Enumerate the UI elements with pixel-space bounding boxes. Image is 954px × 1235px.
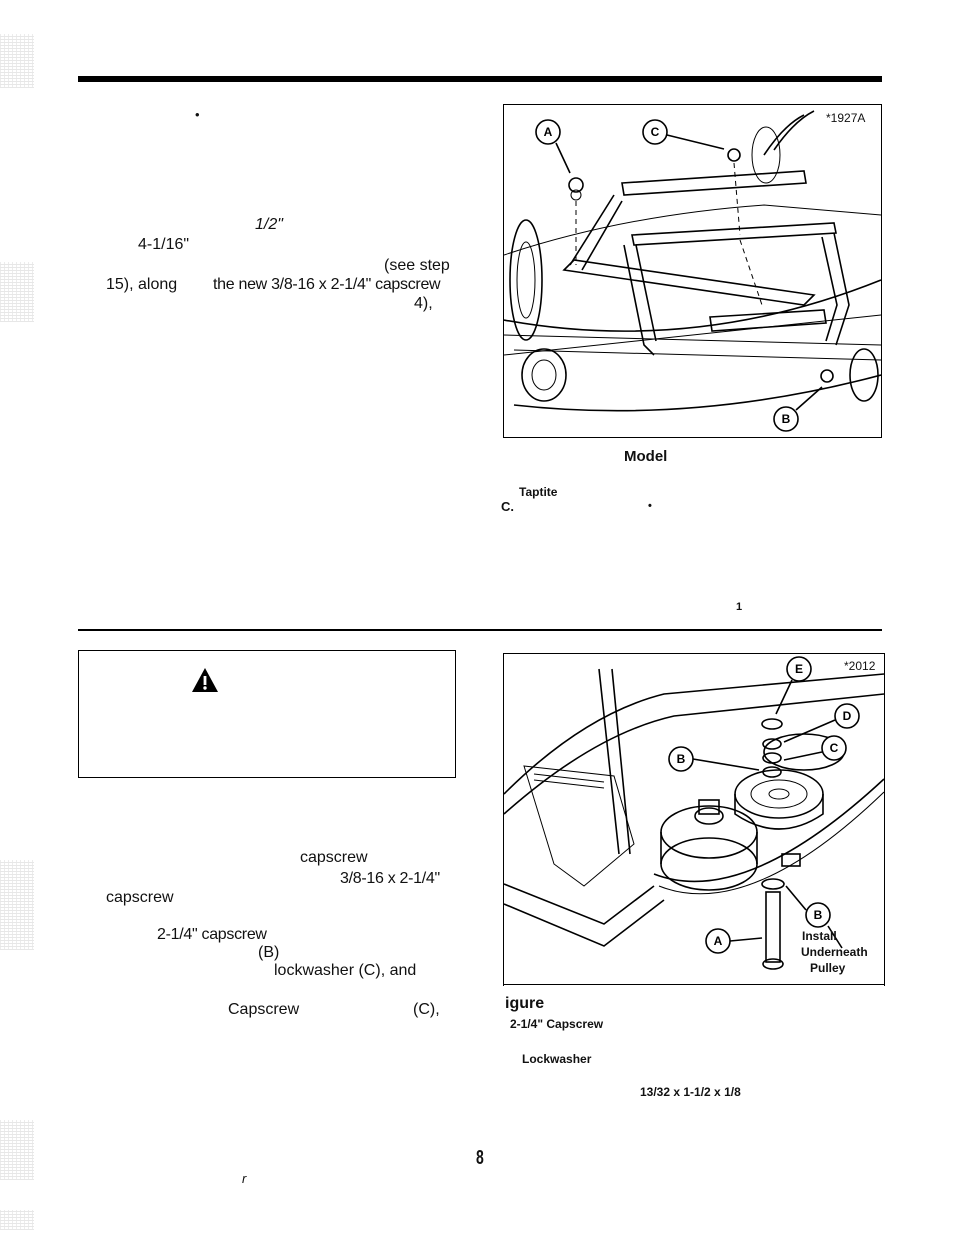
caption-bullet: •	[648, 500, 652, 512]
figure-number: *1927A	[826, 111, 866, 125]
caption-washer-size: 13/32 x 1-1/2 x 1/8	[640, 1085, 741, 1099]
scan-noise	[0, 1120, 34, 1180]
scan-noise	[0, 262, 34, 322]
caption-taptite: Taptite	[519, 485, 558, 499]
page-number: 8	[476, 1147, 484, 1169]
text-fragment: (C),	[413, 1001, 440, 1018]
text-fragment: the new 3/8-16 x 2-1/4" capscrew	[213, 276, 441, 293]
scan-noise	[0, 860, 34, 950]
text-fragment: (B)	[258, 944, 280, 961]
figure-top-baseline	[503, 437, 881, 438]
figure-deck-front: A C B	[503, 104, 882, 438]
scan-noise	[0, 1210, 34, 1230]
callout-b-upper: B	[677, 752, 686, 766]
figure-bottom-baseline	[503, 984, 884, 985]
stray-mark: 1	[736, 601, 743, 613]
caption-capscrew: 2-1/4" Capscrew	[510, 1017, 604, 1031]
pulley-illustration: E D C B B A	[504, 656, 884, 970]
label-pulley: Pulley	[810, 961, 846, 975]
callout-e: E	[795, 662, 803, 676]
text-fragment: capscrew	[106, 889, 174, 906]
figure-number: *2012	[844, 659, 876, 673]
label-underneath: Underneath	[801, 945, 868, 959]
scan-noise	[0, 34, 34, 88]
section-rule	[78, 629, 882, 631]
caption-c: C.	[501, 499, 514, 514]
text-fragment: 15), along	[106, 276, 178, 293]
text-fragment: 2-1/4" capscrew	[157, 926, 267, 943]
warning-box	[78, 650, 456, 778]
text-fragment: 4),	[414, 295, 433, 312]
caption-lockwasher: Lockwasher	[522, 1052, 592, 1066]
text-fragment: 4-1/16"	[138, 236, 190, 253]
label-install: Install	[802, 929, 837, 943]
stray-mark: r	[242, 1171, 247, 1186]
callout-b-lower: B	[814, 908, 823, 922]
top-rule	[78, 76, 882, 82]
callout-a: A	[544, 125, 553, 139]
callout-c: C	[651, 125, 660, 139]
callout-b: B	[782, 412, 791, 426]
text-fragment: Capscrew	[228, 1001, 300, 1018]
caption-figure: igure	[505, 995, 545, 1012]
text-fragment: lockwasher (C), and	[274, 962, 417, 979]
text-fragment: (see step	[384, 257, 450, 274]
callout-d: D	[843, 709, 852, 723]
bullet-mark: •	[195, 107, 200, 122]
caption-model: Model	[624, 448, 668, 465]
text-fragment: 3/8-16 x 2-1/4"	[340, 870, 440, 887]
deck-illustration: A C B	[504, 110, 881, 432]
warning-icon	[192, 668, 218, 692]
callout-a: A	[714, 934, 723, 948]
text-fragment: capscrew	[300, 849, 368, 866]
text-fragment: 1/2"	[255, 216, 283, 233]
callout-c: C	[830, 741, 839, 755]
figure-pulley-assembly: E D C B B A	[503, 653, 885, 986]
